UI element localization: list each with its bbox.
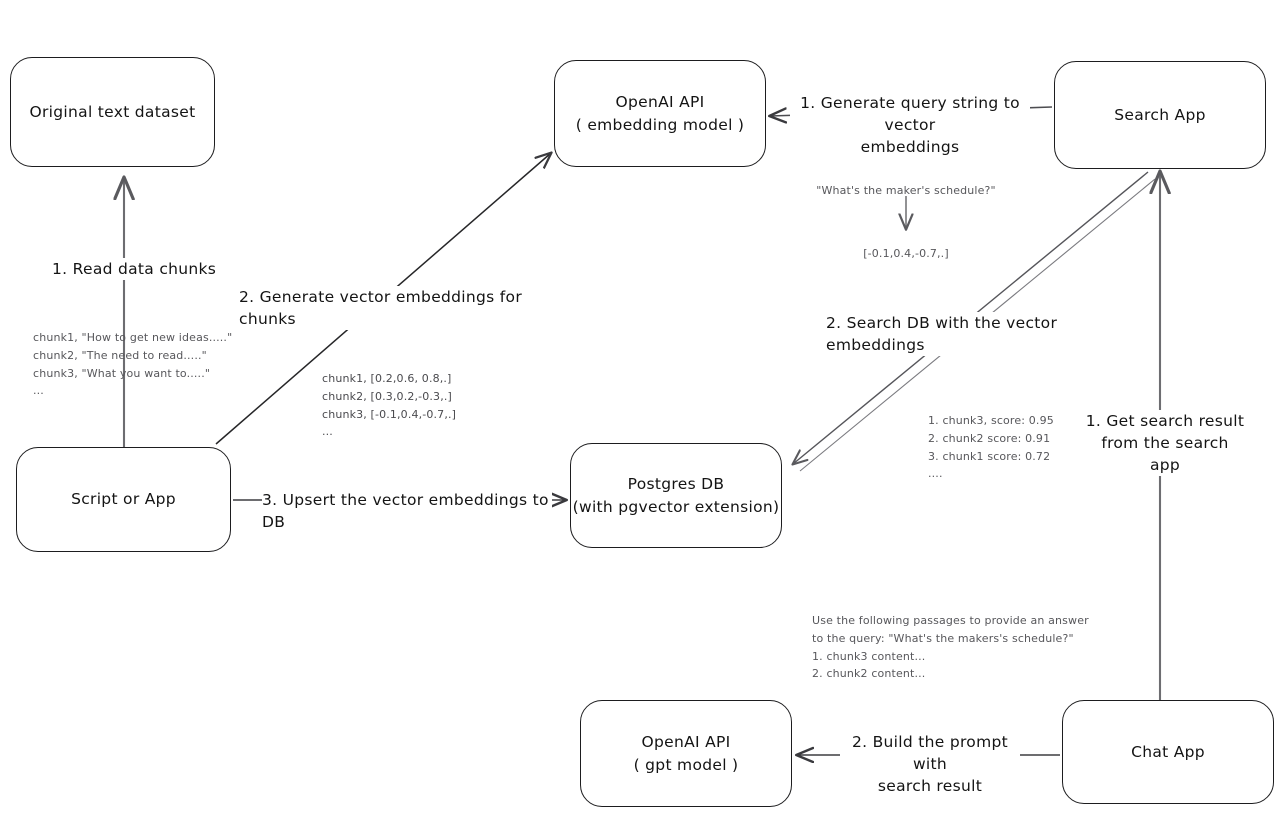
node-original-text-dataset[interactable]: Original text dataset [10,57,215,167]
node-search-app[interactable]: Search App [1054,61,1266,169]
edge-label-search-db: 2. Search DB with the vector embeddings [826,312,1126,356]
node-label-line1: OpenAI API [615,93,705,112]
note-query-vector: [-0.1,0.4,-0.7,.] [863,247,949,260]
edge-label-generate-query-embeddings: 1. Generate query string to vector embed… [790,92,1030,158]
node-label-line1: Chat App [1131,742,1205,761]
node-postgres-db[interactable]: Postgres DB (with pgvector extension) [570,443,782,548]
note-search-results: 1. chunk3, score: 0.95 2. chunk2 score: … [928,414,1054,481]
node-script-or-app[interactable]: Script or App [16,447,231,552]
node-openai-gpt-api[interactable]: OpenAI API ( gpt model ) [580,700,792,807]
node-label-line1: Original text dataset [29,102,196,121]
edge-label-build-prompt: 2. Build the prompt with search result [840,731,1020,797]
edge-label-generate-vector-embeddings: 2. Generate vector embeddings for chunks [239,286,549,330]
note-chunks-sample: chunk1, "How to get new ideas....." chun… [33,331,233,398]
note-query-string: "What's the maker's schedule?" [816,184,996,197]
node-label-line1: Postgres DB [627,475,725,494]
node-label-line2: (with pgvector extension) [572,497,780,516]
node-openai-embedding-api[interactable]: OpenAI API ( embedding model ) [554,60,766,167]
note-prompt-sample: Use the following passages to provide an… [812,614,1089,681]
node-chat-app[interactable]: Chat App [1062,700,1274,804]
node-label-line1: Search App [1114,105,1206,124]
edge-label-upsert-embeddings: 3. Upsert the vector embeddings to DB [262,489,552,533]
edge-label-read-data-chunks: 1. Read data chunks [52,258,252,280]
node-label-line1: OpenAI API [641,733,731,752]
node-label-line2: ( gpt model ) [633,755,739,774]
note-chunk-vectors: chunk1, [0.2,0.6, 0.8,.] chunk2, [0.3,0.… [322,372,457,439]
node-label-line2: ( embedding model ) [575,115,745,134]
node-label-line1: Script or App [71,490,176,509]
